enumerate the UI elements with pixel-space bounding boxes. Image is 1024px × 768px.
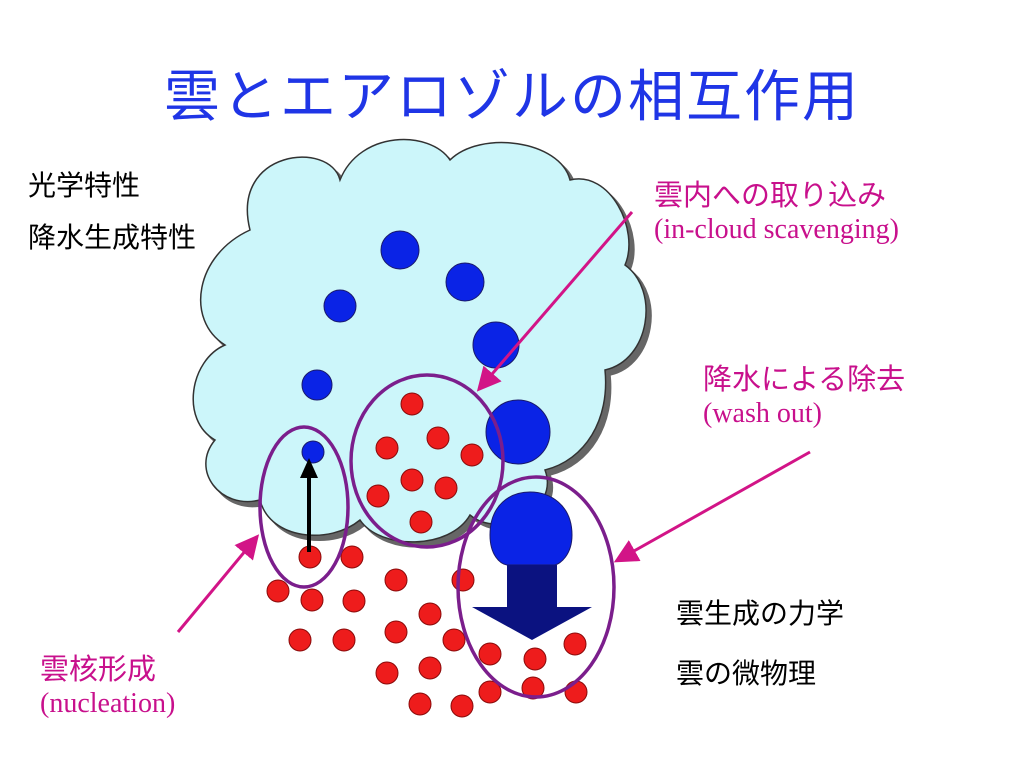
aerosol-particle-icon: [266, 579, 290, 603]
aerosol-particle-icon: [478, 680, 502, 704]
wash-out-circle: [456, 475, 616, 699]
aerosol-particles: [266, 392, 588, 718]
cloud-droplet-icon: [485, 399, 551, 465]
aerosol-particle-icon: [409, 510, 433, 534]
aerosol-particle-icon: [288, 628, 312, 652]
aerosol-particle-icon: [408, 692, 432, 716]
aerosol-particle-icon: [563, 632, 587, 656]
cloud-droplet-icon: [380, 230, 420, 270]
aerosol-particle-icon: [442, 628, 466, 652]
label-in-cloud-scavenging: 雲内への取り込み (in-cloud scavenging): [654, 172, 899, 246]
label-precipitation-properties: 降水生成特性: [28, 221, 197, 254]
nucleation-pointer-arrow: [176, 534, 260, 633]
nucleation-jp: 雲核形成: [40, 652, 157, 686]
aerosol-particle-icon: [384, 620, 408, 644]
wash-out-en: (wash out): [703, 398, 822, 429]
aerosol-particle-icon: [340, 545, 364, 569]
aerosol-particle-icon: [426, 426, 450, 450]
cloud-droplet-icon: [301, 440, 325, 464]
nucleation-en: (nucleation): [40, 688, 176, 719]
in-cloud-scavenging-circle: [349, 373, 505, 549]
in-cloud-pointer-arrow: [476, 211, 634, 392]
aerosol-particle-icon: [450, 694, 474, 718]
label-cloud-dynamics: 雲生成の力学: [676, 597, 845, 630]
aerosol-particle-icon: [375, 436, 399, 460]
in-cloud-scavenging-jp: 雲内への取り込み: [654, 178, 887, 212]
label-wash-out: 降水による除去 (wash out): [703, 356, 905, 430]
aerosol-particle-icon: [460, 443, 484, 467]
aerosol-particle-icon: [300, 588, 324, 612]
in-cloud-scavenging-en: (in-cloud scavenging): [654, 214, 899, 245]
aerosol-particle-icon: [434, 476, 458, 500]
aerosol-particle-icon: [375, 661, 399, 685]
downward-arrow-icon: [472, 565, 592, 640]
aerosol-particle-icon: [400, 468, 424, 492]
cloud-droplet-icon: [323, 289, 357, 323]
aerosol-particle-icon: [332, 628, 356, 652]
nucleation-arrowhead-icon: [300, 458, 318, 478]
page-title: 雲とエアロゾルの相互作用: [164, 65, 860, 130]
label-cloud-microphysics: 雲の微物理: [676, 657, 817, 690]
raindrop-icon: [489, 491, 573, 566]
nucleation-circle: [258, 425, 350, 589]
wash-out-jp: 降水による除去: [703, 362, 906, 396]
cloud-droplet-icon: [445, 262, 485, 302]
aerosol-particle-icon: [400, 392, 424, 416]
aerosol-particle-icon: [366, 484, 390, 508]
label-nucleation: 雲核形成 (nucleation): [40, 646, 175, 720]
aerosol-particle-icon: [418, 602, 442, 626]
aerosol-particle-icon: [523, 647, 547, 671]
wash-out-pointer-arrow: [613, 450, 811, 563]
cloud-droplet-icon: [472, 321, 520, 369]
cloud-droplet-icon: [301, 369, 333, 401]
aerosol-particle-icon: [342, 589, 366, 613]
aerosol-particle-icon: [418, 656, 442, 680]
aerosol-particle-icon: [451, 568, 475, 592]
aerosol-particle-icon: [521, 676, 545, 700]
label-optical-properties: 光学特性: [28, 169, 141, 202]
aerosol-particle-icon: [564, 680, 588, 704]
aerosol-particle-icon: [478, 642, 502, 666]
aerosol-particle-icon: [384, 568, 408, 592]
